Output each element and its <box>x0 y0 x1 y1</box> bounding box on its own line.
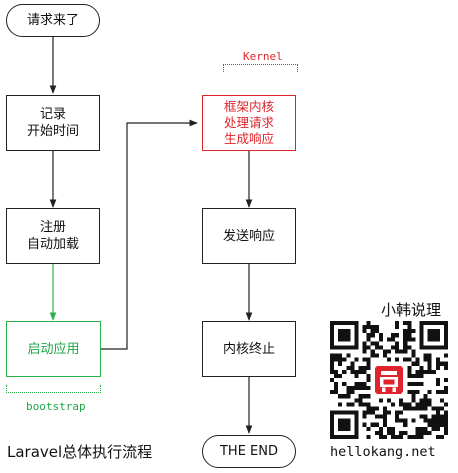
end-label: THE END <box>219 444 278 459</box>
terminate-node: 内核终止 <box>202 321 296 377</box>
send-response-node: 发送响应 <box>202 208 296 264</box>
terminate-label: 内核终止 <box>222 341 275 357</box>
kernel-handle-line2: 处理请求 <box>223 115 274 130</box>
record-label-line2: 开始时间 <box>26 124 79 139</box>
register-node: 注册 自动加载 <box>6 208 100 264</box>
kernel-tag: Kernel <box>243 50 283 63</box>
kernel-handle-line3: 生成响应 <box>223 131 274 146</box>
send-response-label: 发送响应 <box>222 228 275 244</box>
register-label-line1: 注册 <box>39 220 66 235</box>
start-label: 请求来了 <box>26 13 79 28</box>
start-app-node: 启动应用 <box>6 321 101 377</box>
kernel-handle-line1: 框架内核 <box>223 99 274 114</box>
start-app-label: 启动应用 <box>27 341 80 357</box>
end-node: THE END <box>202 435 296 468</box>
kernel-handle-node: 框架内核 处理请求 生成响应 <box>202 95 296 151</box>
bootstrap-bracket <box>6 385 101 393</box>
kernel-bracket <box>223 64 298 72</box>
bootstrap-tag: bootstrap <box>26 400 86 413</box>
record-node: 记录 开始时间 <box>6 95 100 151</box>
brand-name: 小韩说理 <box>381 301 442 319</box>
diagram-title: Laravel总体执行流程 <box>7 443 153 461</box>
site-url: hellokang.net <box>330 444 436 460</box>
start-node: 请求来了 <box>6 4 100 37</box>
qr-code-icon <box>330 321 448 439</box>
arrow-startapp-to-kernel <box>101 119 198 350</box>
record-label-line1: 记录 <box>39 107 66 122</box>
register-label-line2: 自动加载 <box>26 237 79 252</box>
